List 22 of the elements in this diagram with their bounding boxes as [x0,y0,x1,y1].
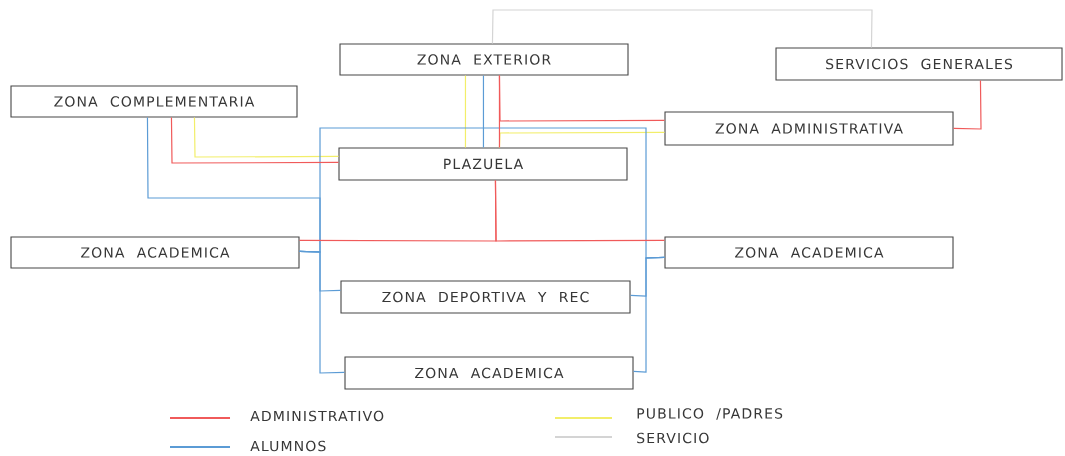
connector-line [494,179,666,242]
zone-box: ZONA DEPORTIVA Y REC [340,280,631,314]
connector-line [464,74,467,149]
zone-box: ZONA COMPLEMENTARIA [10,85,298,118]
connector-line [498,74,666,122]
zone-box: ZONA ACADEMICA [344,356,634,390]
legend-label: SERVICIO [637,432,709,444]
legend-label: ADMINISTRATIVO [250,410,384,422]
legend-label: PUBLICO /PADRES [637,408,783,420]
zone-box: ZONA EXTERIOR [339,43,629,76]
zone-box: PLAZUELA [338,147,628,181]
connector-line [952,79,982,130]
legend-label: ALUMNOS [250,440,326,452]
zone-box: ZONA ACADEMICA [10,236,300,269]
connector-line [193,116,340,158]
connector-line [482,74,485,149]
zone-box: ZONA ADMINISTRATIVA [664,111,954,146]
connector-line [491,9,873,49]
zone-box: SERVICIOS GENERALES [775,47,1063,81]
zone-box: ZONA ACADEMICA [664,236,954,269]
connector-line [170,116,340,164]
connector-line [632,256,666,373]
